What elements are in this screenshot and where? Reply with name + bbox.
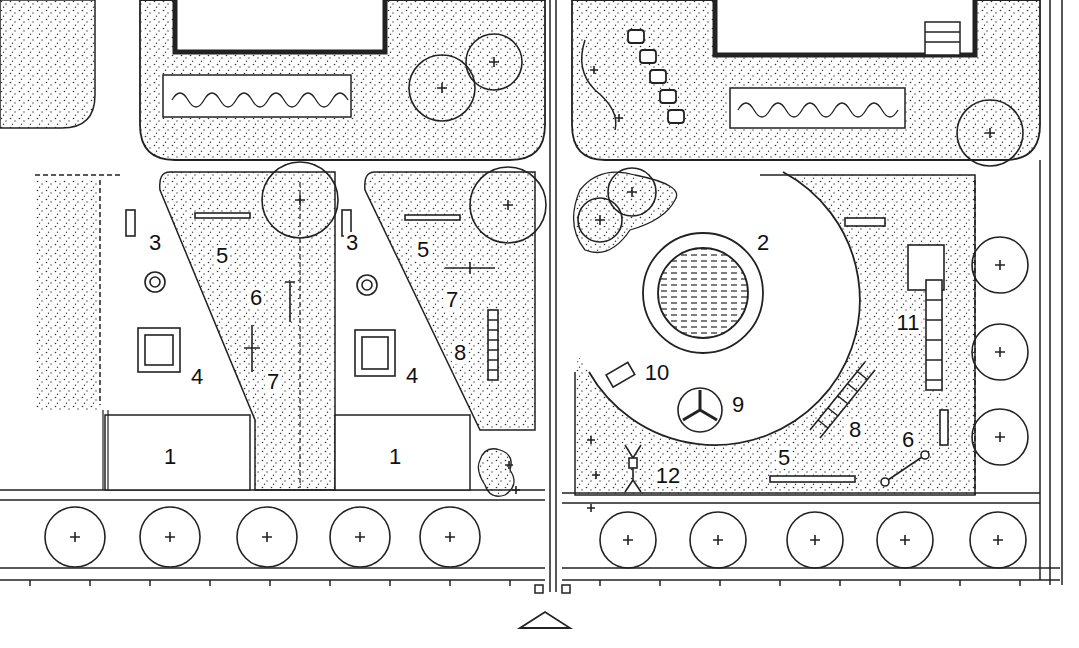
bench — [940, 410, 948, 445]
swing-seat — [629, 458, 637, 468]
platforms — [105, 415, 470, 490]
stone — [628, 30, 644, 43]
stone — [640, 50, 656, 63]
ring — [357, 275, 377, 295]
hedge-line — [35, 175, 120, 405]
carousel — [678, 388, 722, 432]
slide — [926, 280, 942, 390]
carousel-spokes — [683, 390, 717, 420]
curb-ticks — [30, 580, 1020, 586]
sandbox — [138, 328, 180, 372]
ladder-rungs — [488, 320, 498, 370]
callout-number: 2 — [755, 232, 771, 254]
callout-number: 4 — [404, 365, 420, 387]
platform — [335, 415, 470, 490]
stone — [660, 90, 676, 103]
stone — [650, 70, 666, 83]
seesaw — [445, 262, 495, 274]
hedge — [738, 103, 898, 117]
callout-number: 6 — [248, 287, 264, 309]
corner-post — [535, 585, 543, 593]
platform — [105, 415, 250, 490]
ladder — [488, 310, 498, 380]
fence — [103, 410, 108, 490]
center-road — [550, 0, 556, 592]
bench — [126, 210, 135, 236]
path-edge — [582, 40, 616, 130]
ring — [145, 272, 165, 292]
ladder — [810, 362, 875, 438]
tree-centers — [70, 57, 1005, 545]
pond — [658, 248, 748, 338]
planting-bed — [140, 0, 545, 160]
hedge-box — [730, 88, 905, 128]
slide-rungs — [926, 300, 942, 380]
shrubs — [478, 449, 514, 497]
sidewalk-right — [562, 493, 1060, 580]
shrub — [478, 449, 514, 497]
stone — [668, 110, 684, 123]
corner-post — [562, 585, 570, 593]
road-lines — [0, 0, 1062, 593]
north-marker — [520, 612, 570, 628]
sidewalk-left — [0, 490, 545, 580]
seesaw-seat — [921, 451, 929, 459]
bench — [405, 215, 460, 220]
callout-number: 1 — [387, 446, 403, 468]
callout-number: 6 — [900, 429, 916, 451]
planting-strip — [35, 180, 100, 410]
sandbox — [145, 335, 173, 365]
rocker — [606, 362, 635, 387]
sandbox — [355, 330, 395, 376]
callout-number: 7 — [444, 289, 460, 311]
swing — [625, 445, 641, 492]
building — [175, 0, 385, 52]
stair-steps — [925, 32, 960, 42]
planting-bed — [572, 0, 1040, 160]
callout-number: 1 — [162, 446, 178, 468]
seesaw — [244, 325, 260, 372]
seesaw — [885, 455, 925, 482]
hedge-line — [299, 182, 300, 488]
planting-area — [365, 172, 535, 430]
sandbox — [362, 337, 388, 369]
ring — [362, 280, 372, 290]
trees — [45, 34, 1028, 568]
callout-number: 12 — [654, 465, 682, 487]
hedge-box — [163, 75, 351, 117]
callout-number: 5 — [415, 239, 431, 261]
callout-number: 10 — [643, 362, 671, 384]
stair-frame — [925, 22, 960, 55]
bench — [195, 213, 250, 218]
stepping-stones — [628, 30, 684, 123]
callout-number: 11 — [895, 312, 922, 334]
stairs — [925, 22, 960, 55]
ring — [150, 277, 160, 287]
callout-number: 3 — [344, 232, 360, 254]
shrub-bed — [574, 172, 677, 252]
building — [715, 0, 975, 55]
bar — [285, 282, 295, 322]
callout-number: 7 — [265, 371, 281, 393]
callout-number: 9 — [730, 394, 746, 416]
seesaw-seat — [881, 478, 889, 486]
callout-number: 4 — [189, 366, 205, 388]
callout-number: 8 — [452, 342, 468, 364]
bench — [770, 476, 855, 482]
hedge — [172, 93, 348, 107]
callout-number: 3 — [147, 232, 163, 254]
callout-number: 5 — [214, 245, 230, 267]
pond-rim — [643, 233, 763, 353]
callout-number: 5 — [776, 447, 792, 469]
play-equipment — [606, 218, 948, 492]
bench — [845, 218, 885, 226]
planting-bed — [0, 0, 95, 128]
sidewalk-east — [1040, 0, 1062, 585]
callout-number: 8 — [847, 419, 863, 441]
